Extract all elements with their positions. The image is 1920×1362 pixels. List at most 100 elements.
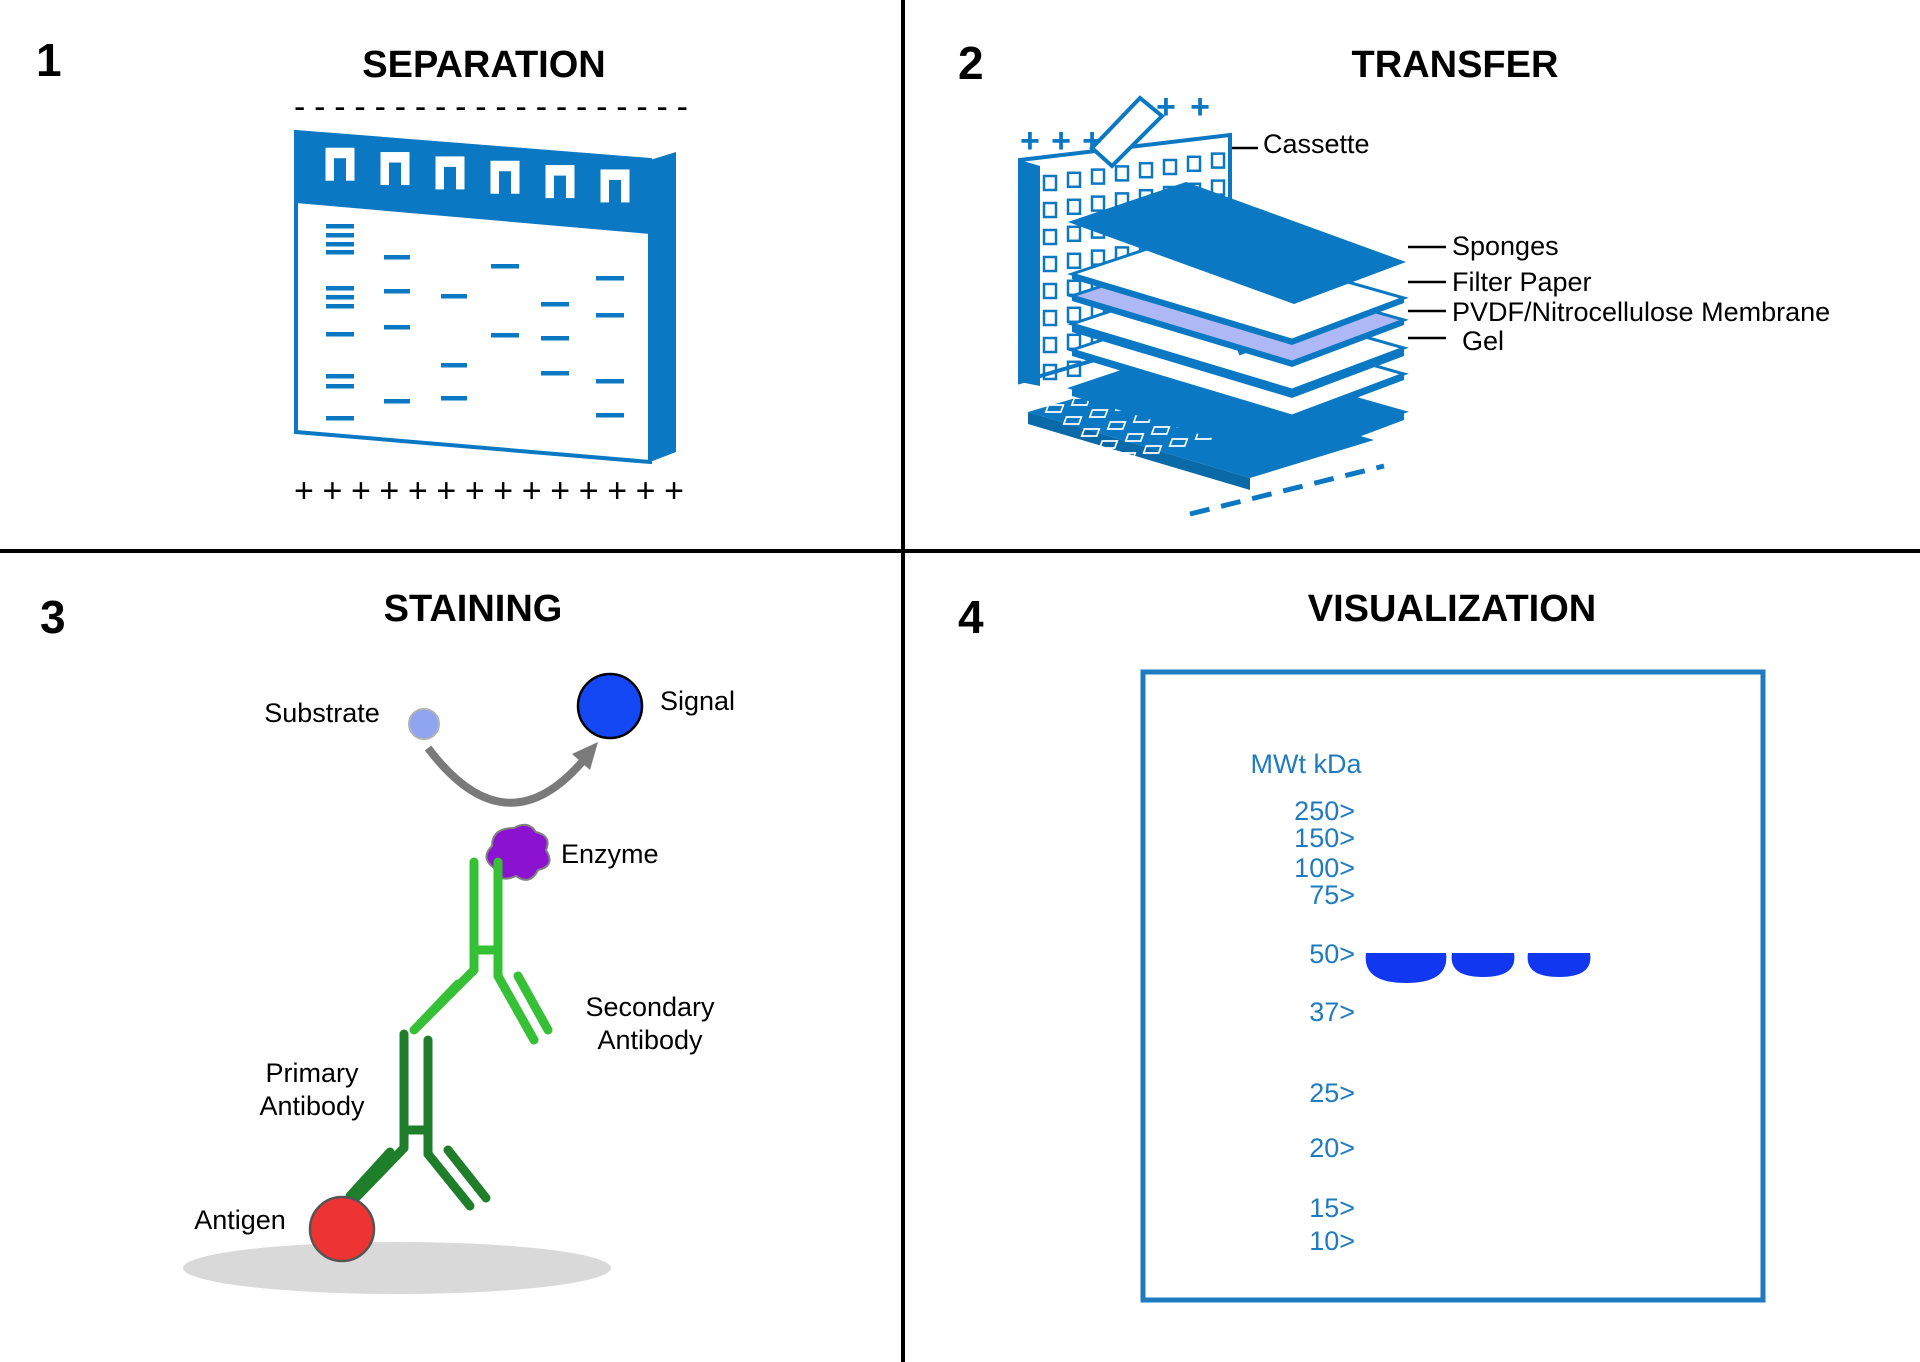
antigen-dot	[308, 1195, 376, 1263]
gel-well-tooth	[389, 162, 401, 187]
panel-3-number: 3	[40, 591, 66, 643]
label-signal: Signal	[660, 686, 735, 716]
panel-4-number: 4	[958, 591, 984, 643]
cassette-front-hole	[1150, 426, 1171, 435]
cassette-front-hole	[1098, 440, 1119, 449]
cassette-hole	[1114, 165, 1130, 182]
cassette-front-hole	[1044, 404, 1065, 413]
gel-band	[326, 224, 354, 229]
gel-band	[541, 371, 569, 376]
mw-marker-label: 25>	[1309, 1078, 1355, 1108]
blot-band	[1527, 953, 1591, 977]
top-sponge	[1068, 182, 1406, 304]
gel-band	[326, 416, 354, 421]
blot-frame	[1140, 669, 1766, 1303]
gel-band	[326, 295, 354, 300]
cassette-hole	[1066, 171, 1082, 189]
cassette-front-hole	[1124, 433, 1145, 442]
label-sponges: Sponges	[1452, 231, 1559, 261]
gel-well-tooth	[609, 179, 621, 204]
label-cassette: Cassette	[1263, 129, 1370, 159]
label-primary-line2: Antibody	[259, 1091, 365, 1121]
mw-marker-label: 75>	[1309, 880, 1355, 910]
panel-3-title: STAINING	[384, 588, 563, 630]
negative-electrode-signs: - - - - - - - - - - - - - - - - - - - -	[294, 88, 688, 126]
gel-band	[596, 379, 624, 384]
bottom-sponge-edge	[1072, 388, 1292, 462]
mw-marker-label: 10>	[1309, 1226, 1355, 1256]
cassette-hole	[1042, 201, 1058, 219]
label-substrate: Substrate	[264, 698, 380, 728]
gel-well-tooth	[334, 158, 346, 183]
panel-separation: 1 SEPARATION - - - - - - - - - - - - - -…	[36, 34, 688, 510]
gel-band	[541, 302, 569, 307]
gel-band	[326, 304, 354, 309]
panel-2-number: 2	[958, 37, 984, 89]
blot-bands	[1365, 953, 1591, 983]
cassette-hole	[1162, 158, 1178, 176]
blot-band	[1365, 953, 1447, 983]
gel-band	[491, 333, 519, 338]
cassette-hole	[1210, 152, 1226, 169]
gel-bands	[326, 224, 624, 421]
mw-marker-label: 15>	[1309, 1193, 1355, 1223]
mw-marker-label: 150>	[1294, 823, 1355, 853]
gel-band	[441, 396, 467, 401]
cassette-hole	[1066, 360, 1082, 378]
label-enzyme: Enzyme	[561, 839, 659, 869]
label-antigen: Antigen	[194, 1205, 286, 1235]
signal-dot	[576, 672, 644, 740]
gel-wells	[322, 144, 633, 206]
gel-well-tooth	[499, 171, 511, 196]
cassette-hole	[1138, 161, 1154, 179]
gel-band	[384, 399, 410, 404]
gel-band	[441, 363, 467, 368]
primary-antibody	[341, 1029, 491, 1213]
transfer-layers	[1067, 182, 1409, 462]
cassette-front-hole	[1116, 452, 1137, 461]
gel-band	[491, 264, 519, 269]
gel-band	[326, 374, 354, 379]
panel-1-title: SEPARATION	[362, 44, 606, 86]
cassette-hole	[1066, 252, 1082, 270]
cassette-hole	[1066, 225, 1082, 243]
gel-well-tooth	[444, 166, 456, 191]
label-primary-line1: Primary	[266, 1058, 359, 1088]
gel-icon	[294, 129, 676, 465]
panel-4-title: VISUALIZATION	[1308, 588, 1597, 630]
positive-electrode-signs: + + + + + + + + + + + + + +	[294, 472, 684, 510]
blot-band	[1451, 953, 1515, 977]
mw-marker-label: 37>	[1309, 997, 1355, 1027]
transfer-stack-icon: + + + + +	[1018, 88, 1409, 517]
cassette-hole	[1090, 168, 1106, 185]
label-filter-paper: Filter Paper	[1452, 267, 1592, 297]
reaction-arrow	[424, 745, 586, 807]
label-secondary-line1: Secondary	[585, 992, 715, 1022]
gel-band	[326, 286, 354, 291]
cassette-hole	[1042, 255, 1058, 273]
surface-shadow	[183, 1242, 611, 1294]
cassette-hole	[1042, 282, 1058, 300]
molecular-weight-markers: 250>150>100>75>50>37>25>20>15>10>	[1294, 796, 1355, 1256]
panel-1-number: 1	[36, 34, 62, 86]
bottom-sponge-edge	[1292, 412, 1404, 462]
gel-band	[596, 313, 624, 318]
gel-layer-edge	[1292, 348, 1404, 398]
gel-band	[326, 250, 354, 255]
panel-2-title: TRANSFER	[1352, 44, 1559, 86]
mw-marker-label: 250>	[1294, 796, 1355, 826]
gel-band	[326, 233, 354, 238]
cassette-plus-left: + + +	[1020, 122, 1102, 160]
label-gel: Gel	[1462, 326, 1504, 356]
cassette-hole	[1090, 195, 1106, 212]
cassette-front-hole	[1106, 421, 1127, 430]
gel-band	[541, 336, 569, 341]
cassette-front-hole	[1062, 416, 1083, 425]
gel-band	[326, 332, 354, 337]
transfer-leader-lines	[1232, 146, 1446, 340]
cassette-front-hole	[1088, 409, 1109, 418]
cassette-front-hole	[1168, 438, 1189, 447]
gel-band	[326, 242, 354, 247]
cassette-front-hole	[1142, 445, 1163, 454]
mw-marker-label: 20>	[1309, 1133, 1355, 1163]
